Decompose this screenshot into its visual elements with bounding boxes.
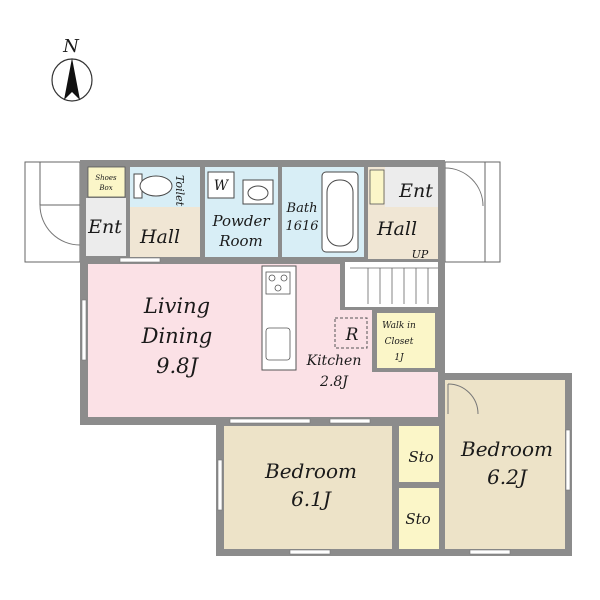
- bath-label-2: 1616: [285, 219, 318, 234]
- bedroom-right-floor: [445, 380, 565, 549]
- living-dining-label-2: Dining: [141, 324, 213, 348]
- washer-label: W: [214, 178, 230, 194]
- shoes-box-label-2: Box: [98, 184, 112, 192]
- entrance-left-floor: [86, 198, 126, 256]
- kitchen-label-2: 2.8J: [319, 374, 349, 390]
- bedroom-left-label-2: 6.1J: [291, 487, 332, 511]
- door-swing-icon: [447, 383, 479, 415]
- powder-room-label-2: Room: [218, 232, 263, 250]
- porch-left: [24, 161, 81, 263]
- kitchen-sink-icon: [265, 327, 291, 361]
- hall-left-label: Hall: [139, 226, 180, 248]
- shoes-box: [87, 166, 126, 198]
- compass-label: N: [62, 36, 80, 57]
- stairs-up-label: UP: [412, 248, 429, 261]
- walk-in-closet: [377, 313, 435, 368]
- walk-in-closet-label-3: 1J: [394, 353, 405, 363]
- storage-upper: [399, 426, 439, 482]
- toilet-label: Toilet: [173, 175, 186, 207]
- stove-icon: [265, 271, 291, 295]
- bathtub-icon: [321, 171, 359, 253]
- hall-left-floor: [130, 207, 200, 257]
- storage-lower: [399, 488, 439, 549]
- bedroom-left-label-1: Bedroom: [264, 459, 357, 483]
- washer-box: [207, 171, 235, 199]
- bedroom-right-label-2: 6.2J: [487, 465, 528, 489]
- stairs-icon: [350, 267, 438, 304]
- kitchen-label-1: Kitchen: [306, 353, 362, 369]
- door-swing-icon: [444, 167, 484, 207]
- kitchen-counter: [261, 265, 297, 371]
- door-swing-icon: [39, 204, 81, 246]
- hall-right-label: Hall: [376, 218, 417, 240]
- bath-label-1: Bath: [286, 201, 318, 216]
- entrance-right-label: Ent: [398, 180, 433, 202]
- living-dining-label-3: 9.8J: [156, 354, 199, 378]
- refrigerator-label: R: [345, 325, 359, 345]
- porch-right: [444, 161, 501, 263]
- entrance-left-label: Ent: [87, 216, 122, 238]
- storage-lower-label: Sto: [405, 510, 430, 528]
- bedroom-left-floor: [224, 426, 392, 549]
- windows: [81, 257, 571, 555]
- walk-in-closet-label-1: Walk in: [382, 321, 416, 331]
- stairs-area: [345, 262, 438, 307]
- shoe-cabinet-right: [369, 169, 385, 205]
- compass-arrow-icon: [64, 58, 80, 100]
- sink-icon: [242, 179, 274, 205]
- living-dining-label-1: Living: [143, 294, 210, 318]
- refrigerator-space: [334, 317, 368, 349]
- powder-room-label-1: Powder: [211, 212, 270, 230]
- compass: N: [51, 36, 93, 102]
- walk-in-closet-label-2: Closet: [385, 337, 414, 347]
- toilet-bowl-icon: [133, 173, 173, 199]
- bedroom-right-label-1: Bedroom: [460, 437, 553, 461]
- shoes-box-label-1: Shoes: [95, 174, 117, 182]
- storage-upper-label: Sto: [408, 448, 433, 466]
- entrance-right-floor: [385, 167, 438, 207]
